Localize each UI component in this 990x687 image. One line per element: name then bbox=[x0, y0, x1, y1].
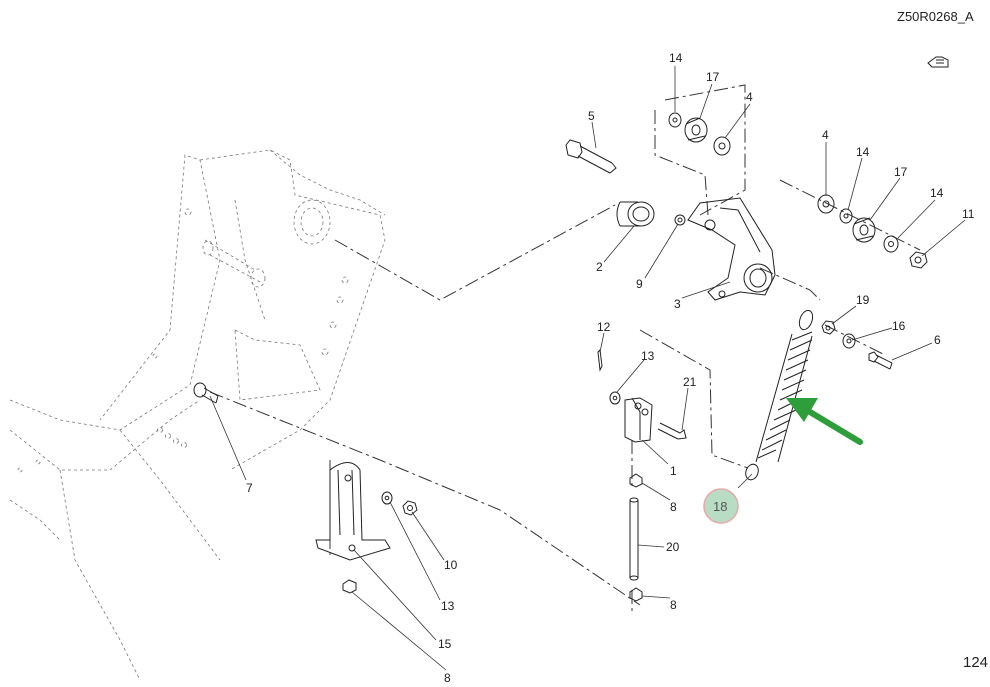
callout-17: 17 bbox=[894, 165, 908, 179]
callout-8: 8 bbox=[670, 598, 677, 612]
washer-14-upper bbox=[668, 112, 682, 128]
clevis-1 bbox=[624, 397, 653, 443]
tractor-frame bbox=[9, 149, 386, 681]
bushing-2 bbox=[616, 201, 655, 227]
callout-15: 15 bbox=[438, 637, 452, 651]
washer-4-upper bbox=[713, 136, 731, 156]
callout-16: 16 bbox=[892, 319, 906, 333]
pivot-bolt-7 bbox=[193, 382, 219, 404]
callout-19: 19 bbox=[856, 293, 870, 307]
spring-18 bbox=[745, 309, 814, 481]
callout-labels: 14 17 4 5 4 14 17 14 11 2 9 3 19 16 6 12… bbox=[246, 51, 975, 685]
callout-21: 21 bbox=[683, 375, 697, 389]
callout-2: 2 bbox=[596, 260, 603, 274]
callout-11: 11 bbox=[962, 207, 975, 221]
spacer-17-right bbox=[852, 217, 876, 243]
washer-13-upper bbox=[609, 391, 621, 405]
callout-18: 18 bbox=[713, 499, 727, 514]
washer-14-right-a bbox=[839, 208, 853, 224]
washer-14-right-b bbox=[883, 235, 899, 253]
leader-lines bbox=[209, 66, 966, 671]
callout-6: 6 bbox=[934, 333, 941, 347]
nut-19 bbox=[821, 320, 836, 335]
callout-8: 8 bbox=[670, 500, 677, 514]
figure-code: Z50R0268_A bbox=[897, 9, 974, 24]
nut-8-lower bbox=[629, 587, 643, 602]
page-number: 124 bbox=[963, 654, 989, 671]
lever-3 bbox=[687, 197, 776, 301]
washer-16 bbox=[842, 333, 856, 349]
callout-20: 20 bbox=[666, 540, 680, 554]
callout-3: 3 bbox=[674, 297, 681, 311]
nut-8-bracket bbox=[342, 579, 357, 594]
bolt-6 bbox=[868, 351, 893, 370]
bolt-5 bbox=[565, 139, 617, 174]
highlighted-callout-18[interactable]: 18 bbox=[703, 488, 739, 524]
nut-9 bbox=[674, 214, 686, 226]
callout-13: 13 bbox=[641, 349, 655, 363]
green-arrow-icon bbox=[786, 398, 863, 445]
pin-12 bbox=[597, 348, 603, 372]
rod-20 bbox=[629, 497, 639, 581]
callout-4: 4 bbox=[746, 90, 753, 104]
hand-pointer-icon bbox=[927, 56, 949, 68]
callout-12: 12 bbox=[597, 320, 611, 334]
bracket-15 bbox=[315, 462, 391, 561]
washer-13-lower bbox=[381, 491, 393, 505]
callout-14: 14 bbox=[930, 186, 944, 200]
callout-14: 14 bbox=[669, 51, 683, 65]
spacer-17-upper bbox=[684, 117, 708, 143]
callout-17: 17 bbox=[706, 70, 720, 84]
callout-13: 13 bbox=[441, 599, 455, 613]
callout-4: 4 bbox=[822, 128, 829, 142]
washer-4-right bbox=[817, 194, 835, 214]
bolt-21 bbox=[657, 422, 687, 440]
callout-10: 10 bbox=[444, 558, 458, 572]
locknut-10 bbox=[402, 500, 418, 516]
locknut-11 bbox=[909, 251, 928, 269]
callout-8: 8 bbox=[444, 671, 451, 685]
callout-9: 9 bbox=[636, 277, 643, 291]
callout-5: 5 bbox=[588, 109, 595, 123]
callout-1: 1 bbox=[670, 464, 677, 478]
assembly-centerlines bbox=[209, 84, 921, 615]
callout-14: 14 bbox=[856, 145, 870, 159]
callout-7: 7 bbox=[246, 481, 253, 495]
nut-8-upper bbox=[629, 473, 643, 488]
